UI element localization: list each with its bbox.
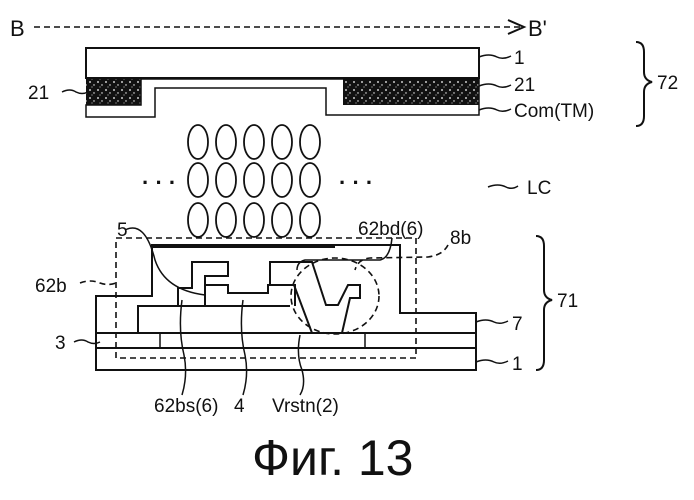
- semiconductor-layer: [205, 285, 295, 306]
- label-black-matrix-left: 21: [28, 83, 49, 104]
- label-reset-line: Vrstn(2): [272, 396, 339, 417]
- section-end-label: B': [528, 16, 547, 41]
- label-semiconductor: 4: [234, 396, 245, 417]
- lc-molecule: [216, 203, 236, 237]
- black-matrix-right: [343, 79, 479, 105]
- lc-molecule: [244, 203, 264, 237]
- lc-molecule: [216, 125, 236, 159]
- leader-bm-left: [62, 90, 88, 94]
- leader-bm-right: [479, 84, 511, 87]
- passivation-layer: [96, 245, 476, 333]
- gate-insulator-step: [138, 306, 178, 333]
- label-black-matrix-right: 21: [514, 75, 535, 96]
- leader-substrate-top: [479, 55, 511, 58]
- label-contact: 8b: [450, 228, 471, 249]
- lc-molecule: [244, 163, 264, 197]
- leader-passivation: [476, 320, 508, 323]
- insulator-layer: [96, 333, 476, 348]
- brace-72: [636, 42, 652, 126]
- figure-caption: Фиг. 13: [252, 430, 413, 486]
- ellipsis-right: · · ·: [339, 170, 373, 195]
- leader-drain: [297, 238, 392, 270]
- lc-molecule: [272, 125, 292, 159]
- lc-molecule: [188, 203, 208, 237]
- lc-molecule: [300, 203, 320, 237]
- label-passivation: 7: [512, 314, 523, 335]
- counter-substrate: 1 21 21 Com(TM) 72: [28, 42, 678, 126]
- glass-substrate-top: [86, 48, 479, 78]
- label-counter-substrate-group: 72: [657, 73, 678, 94]
- label-tft-substrate-group: 71: [557, 291, 578, 312]
- label-gate: 5: [117, 220, 128, 241]
- lc-molecule: [244, 125, 264, 159]
- label-liquid-crystal: LC: [527, 178, 551, 199]
- lc-molecule: [188, 125, 208, 159]
- label-source: 62bs(6): [154, 396, 218, 417]
- label-insulator: 3: [55, 333, 66, 354]
- brace-71: [536, 236, 552, 370]
- tft-region-box: [116, 238, 416, 358]
- label-substrate-top: 1: [514, 48, 525, 69]
- liquid-crystal-layer: [188, 125, 320, 237]
- contact-hole-region: [291, 258, 379, 334]
- glass-substrate-bottom: [96, 348, 476, 370]
- leader-reset-line: [298, 335, 303, 395]
- ellipsis-left: · · ·: [142, 170, 176, 195]
- section-start-label: B: [10, 16, 25, 41]
- lc-molecule: [272, 163, 292, 197]
- drain-electrode: [270, 262, 360, 333]
- label-substrate-bottom: 1: [512, 354, 523, 375]
- label-tft: 62b: [35, 276, 67, 297]
- lc-molecule: [188, 163, 208, 197]
- label-drain: 62bd(6): [358, 219, 424, 240]
- lc-molecule: [300, 125, 320, 159]
- label-common-electrode: Com(TM): [514, 101, 594, 122]
- lc-molecule: [216, 163, 236, 197]
- lc-molecule: [300, 163, 320, 197]
- leader-contact: [355, 245, 448, 270]
- tft-substrate: 5 62bd(6) 8b 62b 3 7 1 71 62bs(6) 4 Vrst…: [35, 219, 578, 417]
- black-matrix-left: [86, 79, 141, 105]
- leader-substrate-bottom: [476, 360, 508, 363]
- leader-com: [479, 108, 511, 111]
- lc-molecule: [272, 203, 292, 237]
- leader-lc: [488, 185, 518, 188]
- leader-tft: [80, 281, 116, 285]
- reset-line-electrode: [160, 333, 365, 348]
- section-line: B B': [10, 16, 547, 41]
